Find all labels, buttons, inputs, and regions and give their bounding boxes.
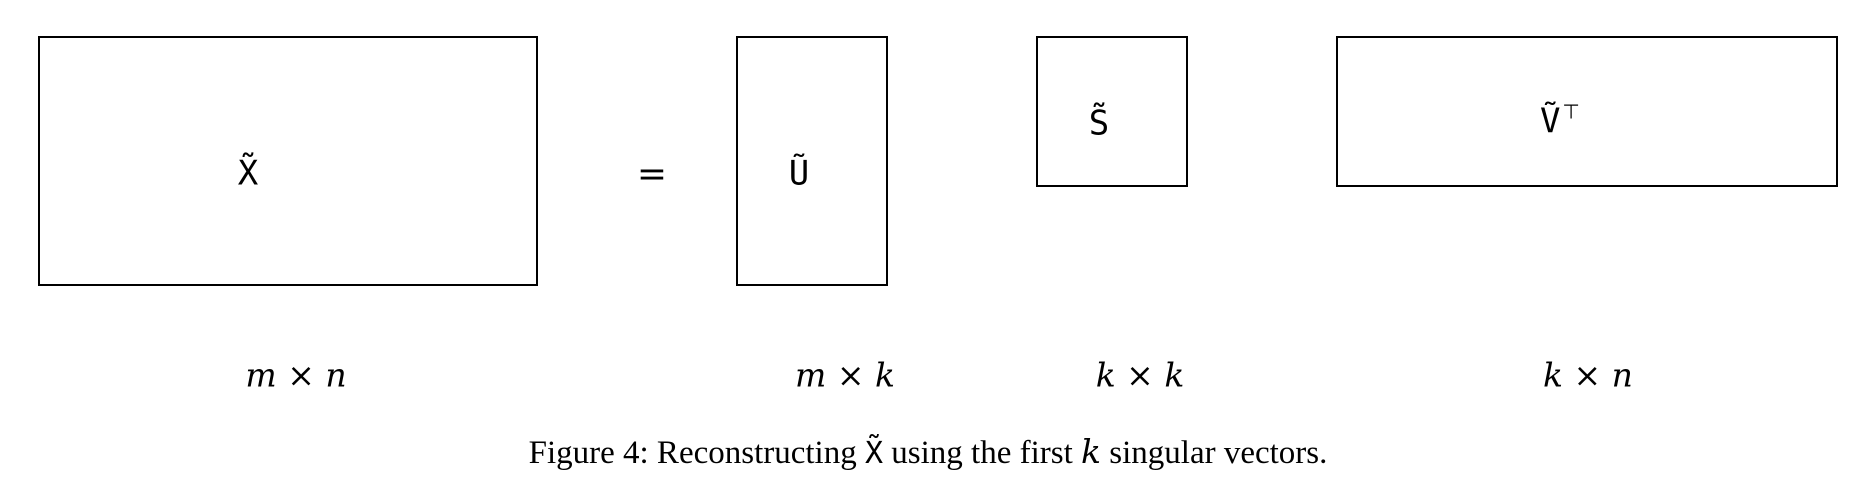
matrix-u-box — [736, 36, 888, 286]
caption-matrix: X̃ — [864, 436, 884, 471]
matrix-u-symbol: Ũ — [788, 153, 810, 194]
caption-suffix: singular vectors. — [1101, 435, 1328, 471]
caption-middle: using the first — [883, 435, 1082, 471]
caption-prefix: Figure 4: Reconstructing — [528, 435, 865, 471]
matrix-u-dimensions: m × k — [795, 355, 895, 395]
matrix-v-dimensions: k × n — [1543, 355, 1633, 395]
equals-sign: = — [636, 154, 668, 195]
matrix-v-box — [1336, 36, 1838, 187]
figure-caption: Figure 4: Reconstructing X̃ using the fi… — [0, 432, 1856, 474]
matrix-x-dimensions: m × n — [245, 355, 347, 395]
matrix-s-box — [1036, 36, 1188, 187]
matrix-s-symbol: S̃ — [1088, 103, 1110, 144]
matrix-s-dimensions: k × k — [1095, 355, 1185, 395]
matrix-v-transpose-symbol: Ṽ⊤ — [1540, 99, 1580, 142]
matrix-x-box — [38, 36, 538, 286]
matrix-x-symbol: X̃ — [237, 153, 259, 194]
caption-variable: k — [1081, 432, 1102, 471]
